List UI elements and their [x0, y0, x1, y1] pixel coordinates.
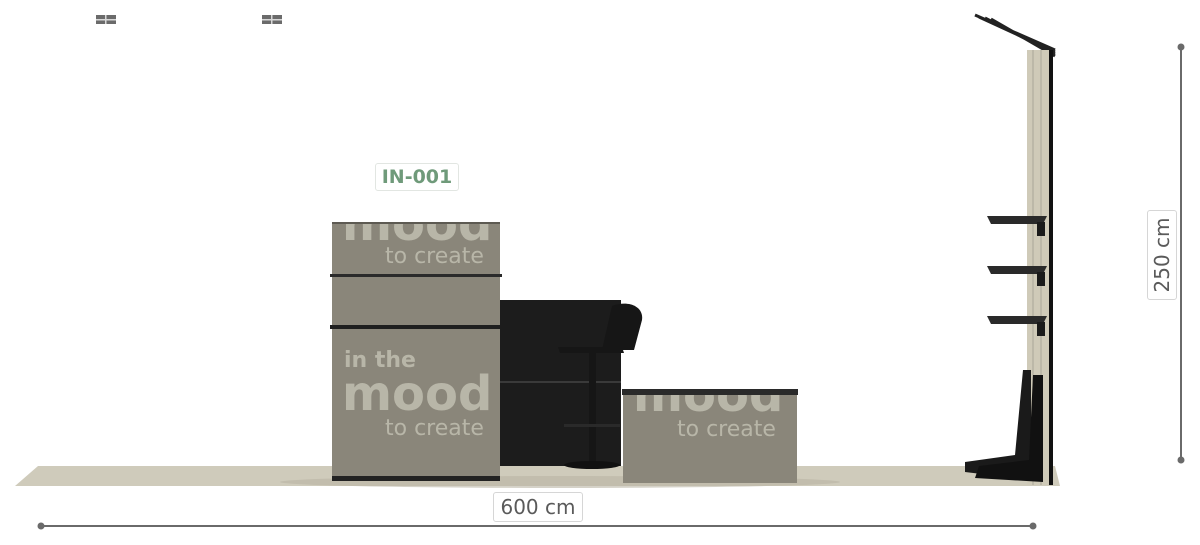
graphic-text-mood: mood — [342, 224, 493, 252]
booth-code-label: IN-001 — [375, 163, 459, 191]
tall-graphic-panel — [330, 222, 502, 481]
ceiling-light-icon — [96, 15, 116, 24]
graphic-text-to-create: to create — [677, 417, 776, 442]
graphic-text-mood: mood — [633, 395, 784, 423]
ceiling-light-icon — [262, 15, 282, 24]
height-dimension-text: 250 cm — [1150, 217, 1174, 293]
shelving-tower — [965, 13, 1056, 485]
low-counter — [622, 389, 798, 395]
graphic-text-to-create: to create — [385, 244, 484, 269]
panel-graphic-top: mood to create — [332, 224, 500, 272]
dark-cabinet — [500, 300, 621, 466]
graphic-text-in-the: in the — [344, 348, 416, 373]
bar-stool — [558, 303, 643, 469]
low-counter-graphic: mood to create — [623, 395, 797, 483]
graphic-text-mood: mood — [342, 366, 493, 422]
panel-graphic-bottom: in the mood to create — [332, 330, 500, 470]
graphic-text-to-create: to create — [385, 416, 484, 441]
height-dimension-label: 250 cm — [1147, 210, 1177, 300]
width-dimension-label: 600 cm — [493, 492, 583, 522]
